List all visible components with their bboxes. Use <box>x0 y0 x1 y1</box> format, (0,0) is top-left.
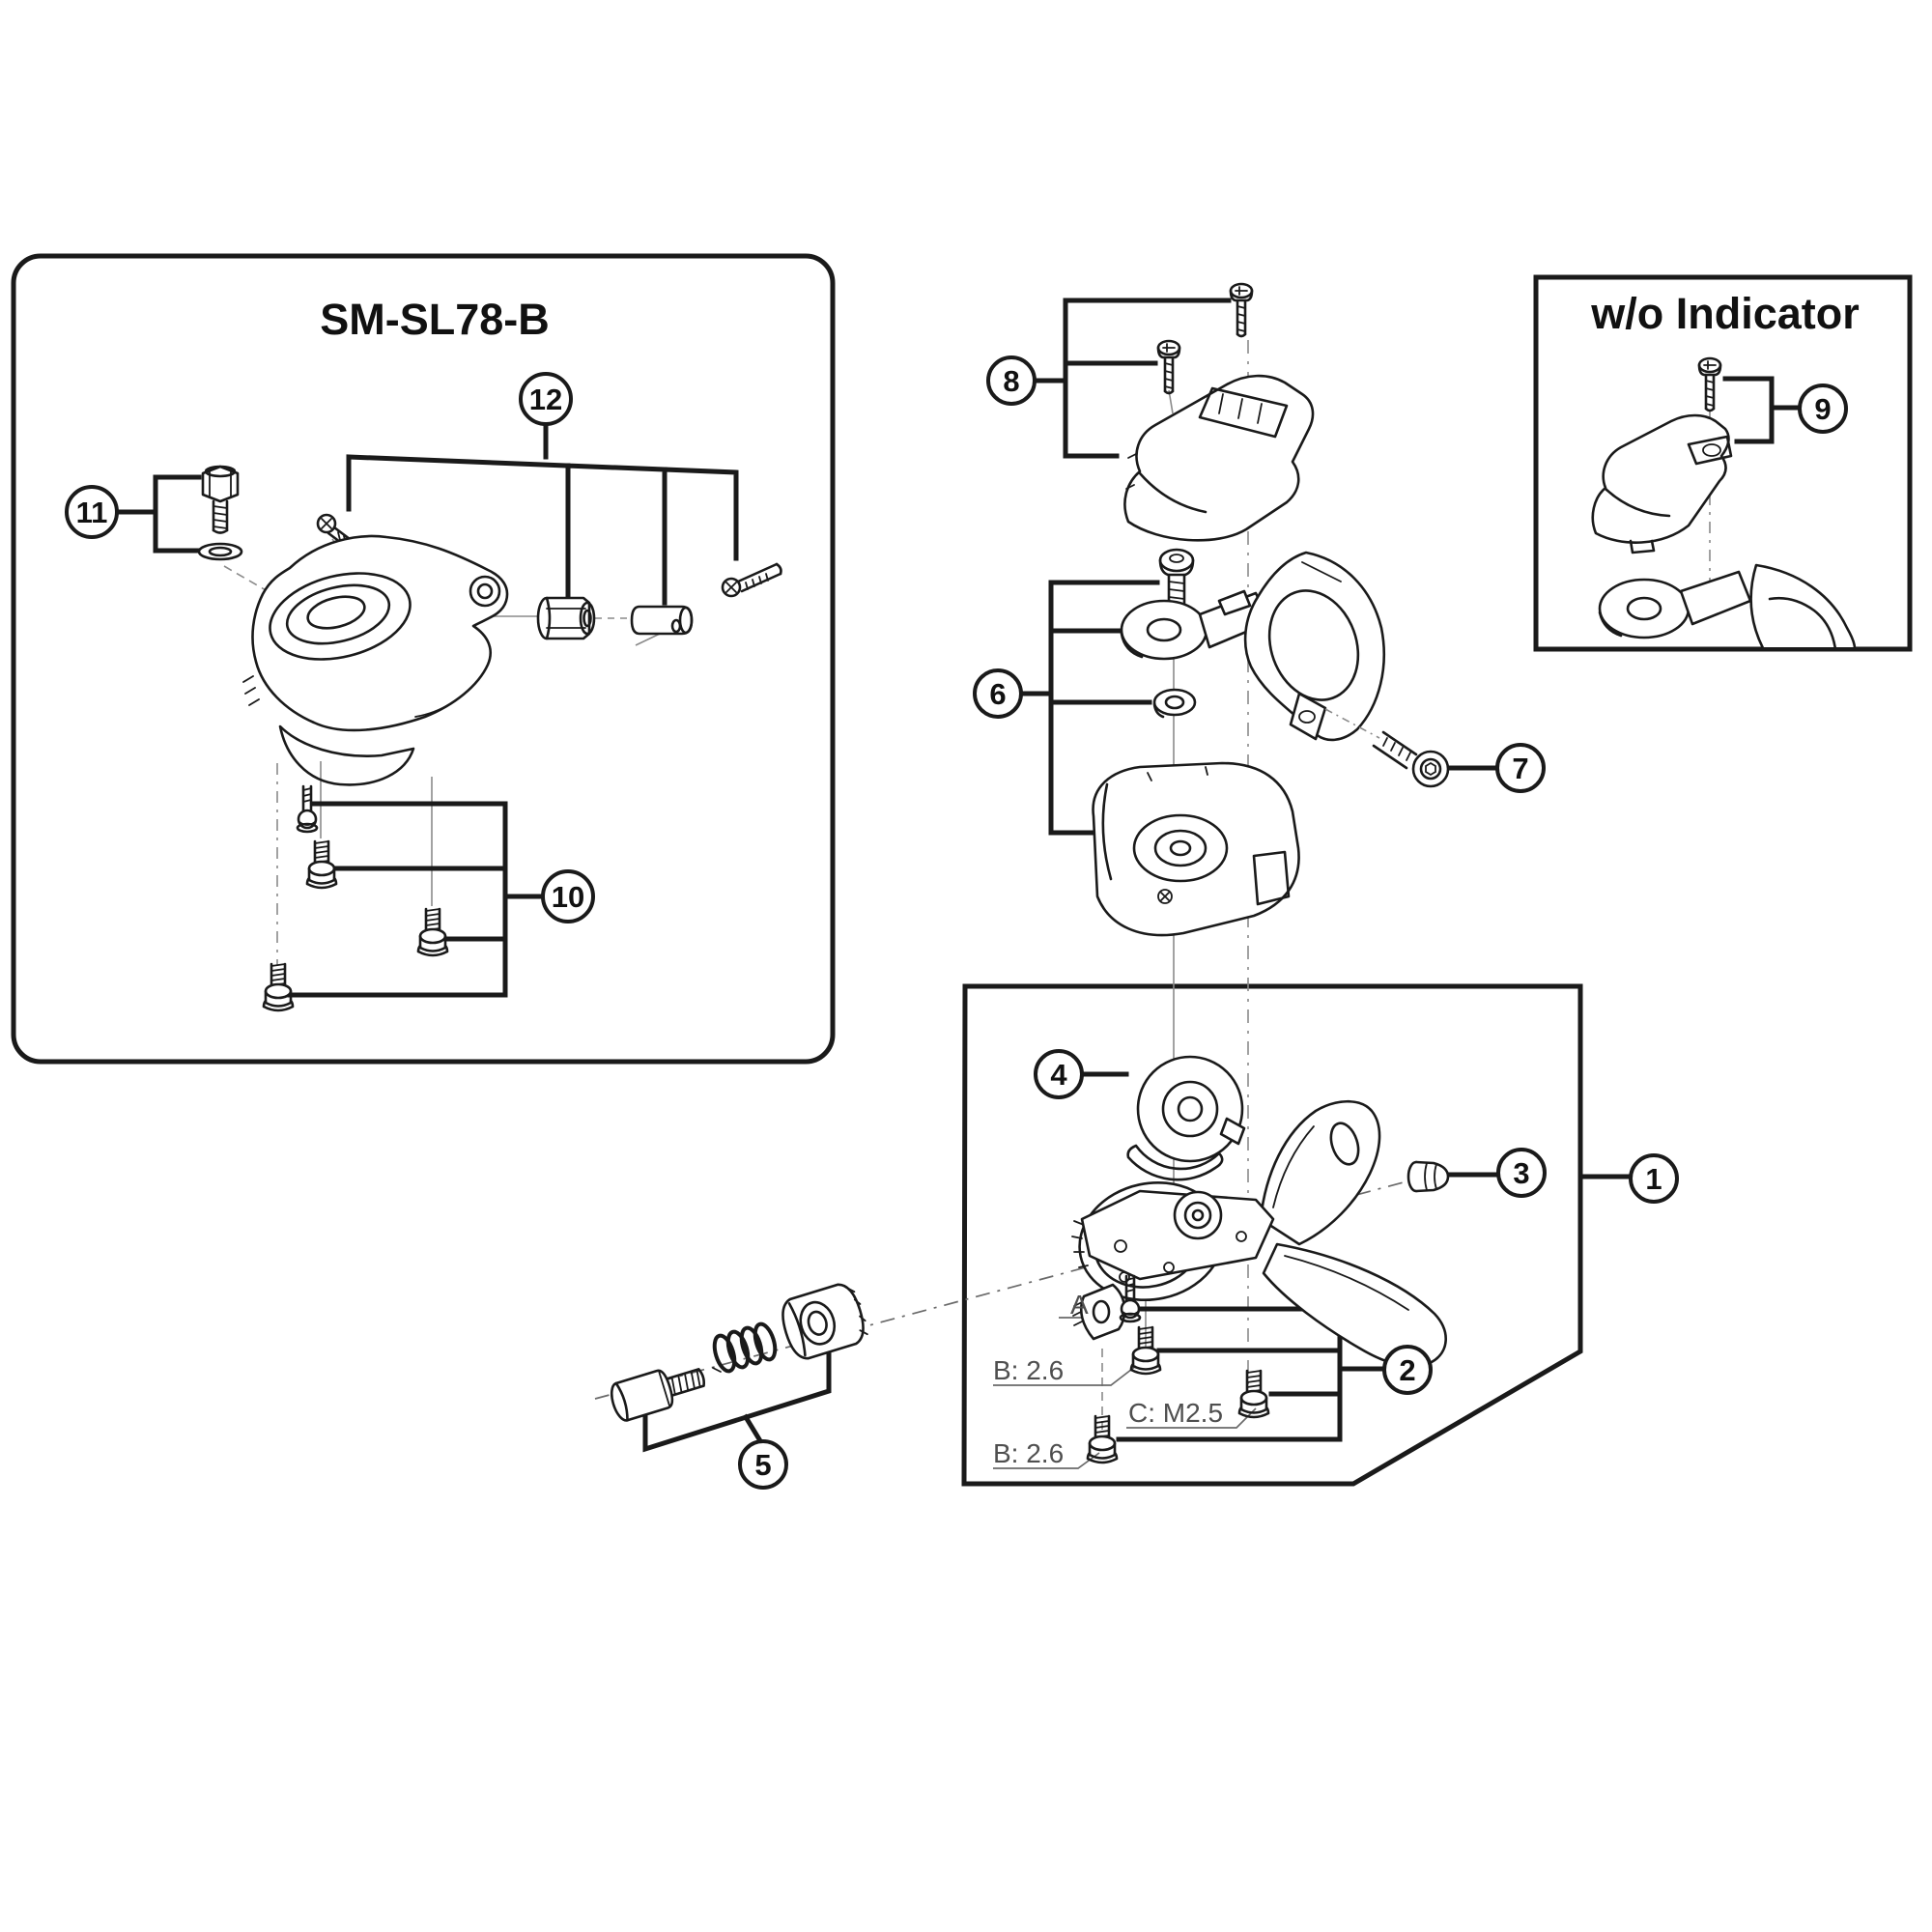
leader-lines <box>223 340 1711 1469</box>
sm-box-title: SM-SL78-B <box>320 295 550 344</box>
sm-sl78-b-box-frame <box>11 253 836 1065</box>
part-11-fixing-bolt <box>201 465 240 534</box>
svg-text:7: 7 <box>1512 752 1528 785</box>
callout-8: 8 <box>986 355 1037 406</box>
svg-text:4: 4 <box>1050 1058 1067 1092</box>
svg-text:10: 10 <box>552 880 584 914</box>
group1-box-frame <box>961 983 1583 1487</box>
part-3-cable-end-cap <box>1406 1160 1450 1193</box>
callout-11: 11 <box>65 485 119 539</box>
svg-text:6: 6 <box>989 677 1006 711</box>
label-screw-c: C: M2.5 <box>1128 1398 1223 1428</box>
part-5-spring <box>712 1321 778 1374</box>
part-12-stud <box>721 562 782 598</box>
svg-text:2: 2 <box>1399 1353 1415 1387</box>
sm-lever-body <box>242 534 509 786</box>
svg-text:9: 9 <box>1814 392 1831 426</box>
svg-text:11: 11 <box>76 496 108 529</box>
part-5-barrel-nut <box>781 1283 868 1360</box>
callout-4: 4 <box>1034 1049 1084 1099</box>
part-11-washer <box>197 542 243 561</box>
callout-2: 2 <box>1382 1345 1433 1395</box>
part-6-base-housing <box>1092 761 1300 937</box>
part-6-washer <box>1152 688 1197 719</box>
shifter-main-body <box>1071 1099 1447 1368</box>
part-9-screw <box>1697 356 1722 412</box>
wo-indicator-title: w/o Indicator <box>1590 289 1860 338</box>
part-5-adjuster-bolt <box>610 1368 706 1422</box>
callout-7: 7 <box>1495 743 1546 793</box>
svg-text:8: 8 <box>1003 364 1019 398</box>
callout-9: 9 <box>1798 384 1848 434</box>
wo-indicator-box-frame <box>1533 274 1913 652</box>
callout-brackets <box>113 298 1801 1453</box>
part-6-bolt <box>1158 548 1195 626</box>
part-9-lower-assembly <box>1598 563 1857 647</box>
callout-5: 5 <box>738 1439 788 1490</box>
callout-6: 6 <box>973 668 1023 719</box>
label-screw-a: A <box>1070 1290 1089 1320</box>
svg-text:3: 3 <box>1513 1156 1529 1190</box>
handlebar-clamp-band <box>1243 551 1385 742</box>
part-10-screws <box>262 784 449 1012</box>
label-screw-b2: B: 2.6 <box>993 1438 1064 1468</box>
part-4-cam-plate <box>1126 1055 1246 1181</box>
callout-1: 1 <box>1629 1153 1679 1204</box>
svg-text:1: 1 <box>1645 1162 1662 1196</box>
svg-text:12: 12 <box>529 383 562 416</box>
callout-12: 12 <box>519 372 573 426</box>
part-8-indicator-cover <box>1123 374 1315 542</box>
part-12-pin <box>630 605 694 636</box>
callout-3: 3 <box>1496 1148 1547 1198</box>
part-12-bushing <box>536 596 596 640</box>
callout-10: 10 <box>541 869 595 923</box>
part-7-clamp-bolt <box>1372 730 1450 788</box>
svg-text:5: 5 <box>754 1448 771 1482</box>
label-screw-b1: B: 2.6 <box>993 1355 1064 1385</box>
part-9-plain-cover <box>1591 413 1733 554</box>
